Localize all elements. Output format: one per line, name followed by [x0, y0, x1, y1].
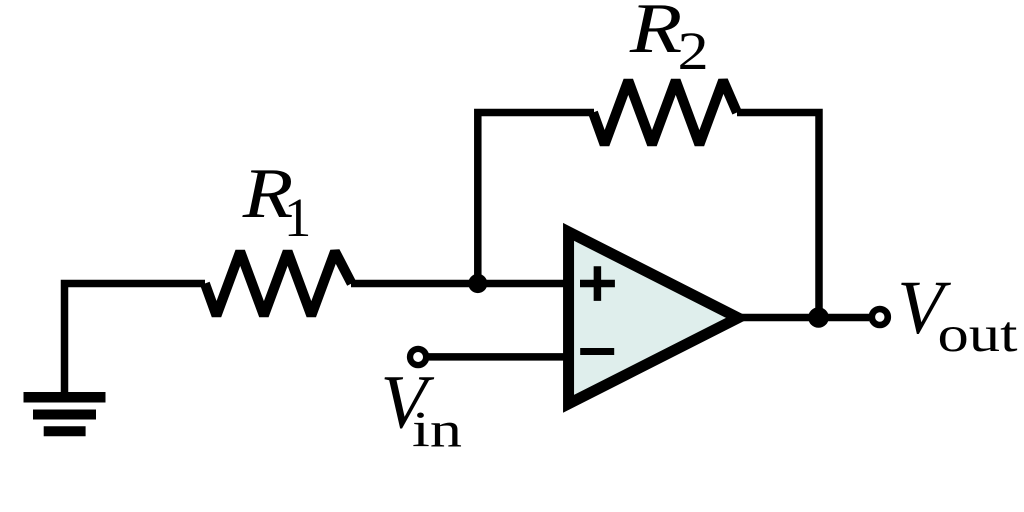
svg-text:2: 2 [678, 21, 709, 81]
svg-text:1: 1 [284, 187, 312, 248]
svg-text:V: V [381, 360, 435, 444]
svg-text:in: in [412, 402, 462, 458]
svg-text:V: V [897, 266, 951, 350]
svg-text:R: R [629, 0, 683, 68]
svg-text:out: out [938, 307, 1018, 363]
svg-text:R: R [242, 155, 294, 233]
